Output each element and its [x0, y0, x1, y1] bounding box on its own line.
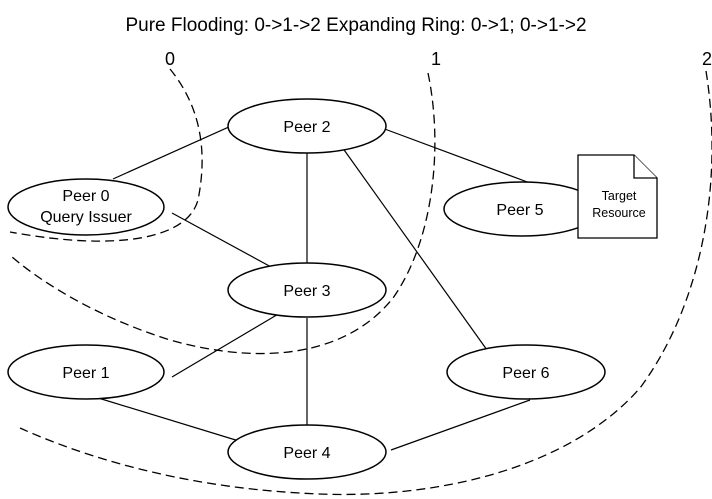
peer-2-ellipse [227, 98, 387, 154]
node-peer-1: Peer 1 [7, 344, 165, 400]
peer-3-label: Peer 3 [283, 283, 330, 300]
node-peer-4: Peer 4 [227, 424, 387, 480]
document-folded-corner [633, 155, 657, 179]
edge-peer4-peer6 [390, 399, 531, 451]
node-peer-3: Peer 3 [227, 262, 387, 318]
peer-4-label: Peer 4 [283, 445, 330, 462]
peer-0-label-line1: Peer 0 [62, 188, 109, 205]
node-peer-2: Peer 2 [227, 98, 387, 154]
edge-peer0-peer3 [171, 212, 274, 269]
edges [94, 112, 531, 451]
peer-3-ellipse [227, 262, 387, 318]
edge-peer2-peer5 [381, 127, 531, 184]
ring-1-boundary [11, 72, 436, 355]
hop-rings [9, 68, 712, 496]
ring-0-boundary [9, 68, 203, 242]
peer-1-label: Peer 1 [62, 365, 109, 382]
target-resource-document-icon: Target Resource [577, 154, 658, 239]
target-label-line2: Resource [592, 206, 646, 220]
peer-6-ellipse [446, 344, 606, 400]
peer-4-ellipse [227, 424, 387, 480]
node-peer-5: Peer 5 [443, 181, 601, 237]
edge-peer1-peer4 [94, 396, 253, 446]
peer-1-ellipse [7, 344, 165, 400]
edge-peer3-peer1 [171, 312, 281, 378]
node-peer-0: Peer 0 Query Issuer [7, 178, 165, 236]
ring-label-2: 2 [702, 49, 712, 69]
peer-0-ellipse [7, 178, 165, 236]
ring-label-1: 1 [431, 49, 441, 69]
target-label-line1: Target [602, 189, 637, 203]
ring-label-0: 0 [165, 49, 175, 69]
peer-6-label: Peer 6 [502, 365, 549, 382]
peer-2-label: Peer 2 [283, 119, 330, 136]
edge-peer2-peer6 [341, 146, 488, 351]
peer-5-label: Peer 5 [496, 202, 543, 219]
ring-2-boundary [19, 70, 712, 496]
node-peer-6: Peer 6 [446, 344, 606, 400]
peer-0-label-line2: Query Issuer [40, 209, 132, 226]
diagram-title: Pure Flooding: 0->1->2 Expanding Ring: 0… [125, 15, 586, 36]
